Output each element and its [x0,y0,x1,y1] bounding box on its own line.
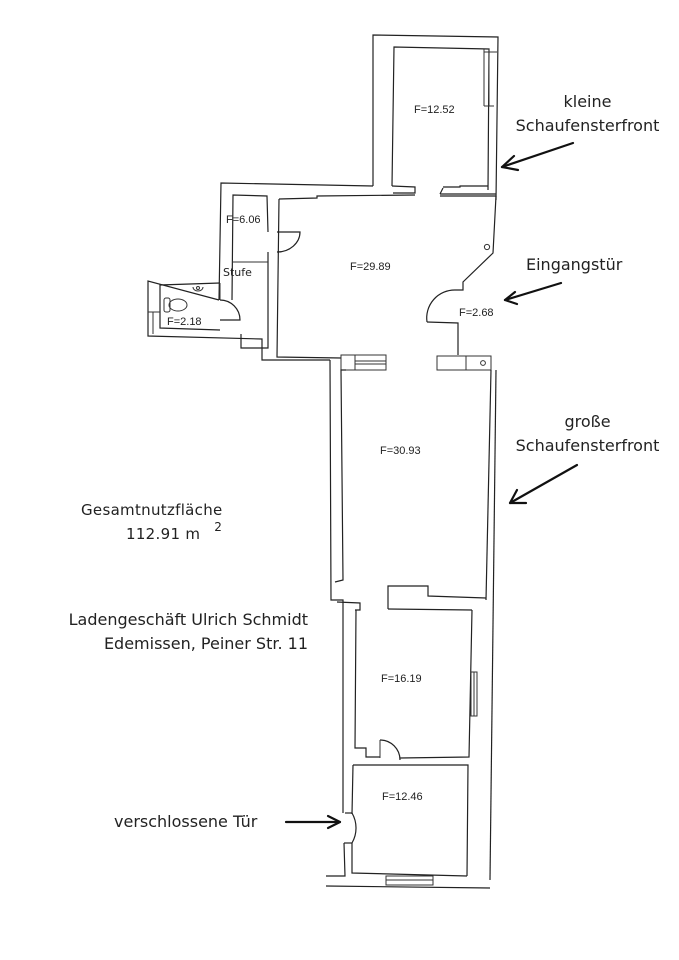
room-label-2-68: F=2.68 [459,307,494,319]
room-label-2-18: F=2.18 [167,316,202,328]
annotation-small-window-line2: Schaufensterfront [515,116,660,135]
annotation-entrance: Eingangstür [526,255,623,274]
arrow-small-window [500,141,575,172]
room-label-12-46: F=12.46 [382,791,423,803]
annotation-large-window: große Schaufensterfront [500,410,675,458]
large-shop-walls [329,359,497,881]
total-area-exponent: 2 [214,520,223,534]
total-area-number: 112.91 m [126,525,201,543]
room-label-12-52: F=12.52 [414,104,455,116]
room-label-29-89: F=29.89 [350,261,391,273]
total-area-label: Gesamtnutzfläche [81,501,223,519]
annotation-large-window-line2: Schaufensterfront [515,436,660,455]
room-top-small-walls [372,34,499,201]
room-label-30-93: F=30.93 [380,445,421,457]
main-front-walls [218,182,497,371]
arrow-entrance [503,281,563,306]
arrow-large-window [508,463,579,505]
annotation-small-window-line1: kleine [563,92,612,111]
room-label-6-06: F=6.06 [226,214,261,226]
room-label-stufe: Stufe [223,266,252,279]
address-line2: Edemissen, Peiner Str. 11 [103,634,308,653]
address-block: Ladengeschäft Ulrich Schmidt Edemissen, … [30,608,308,656]
total-area-value: 112.91 m 2 [126,520,223,543]
address-line1: Ladengeschäft Ulrich Schmidt [68,610,308,629]
arrow-locked-door [284,814,342,830]
back-rooms-walls [325,608,491,889]
room-label-16-19: F=16.19 [381,673,422,685]
annotation-large-window-line1: große [564,412,611,431]
annotation-locked-door: verschlossene Tür [114,812,258,831]
annotation-small-window: kleine Schaufensterfront [500,90,675,138]
storage-wc-walls [147,194,330,361]
